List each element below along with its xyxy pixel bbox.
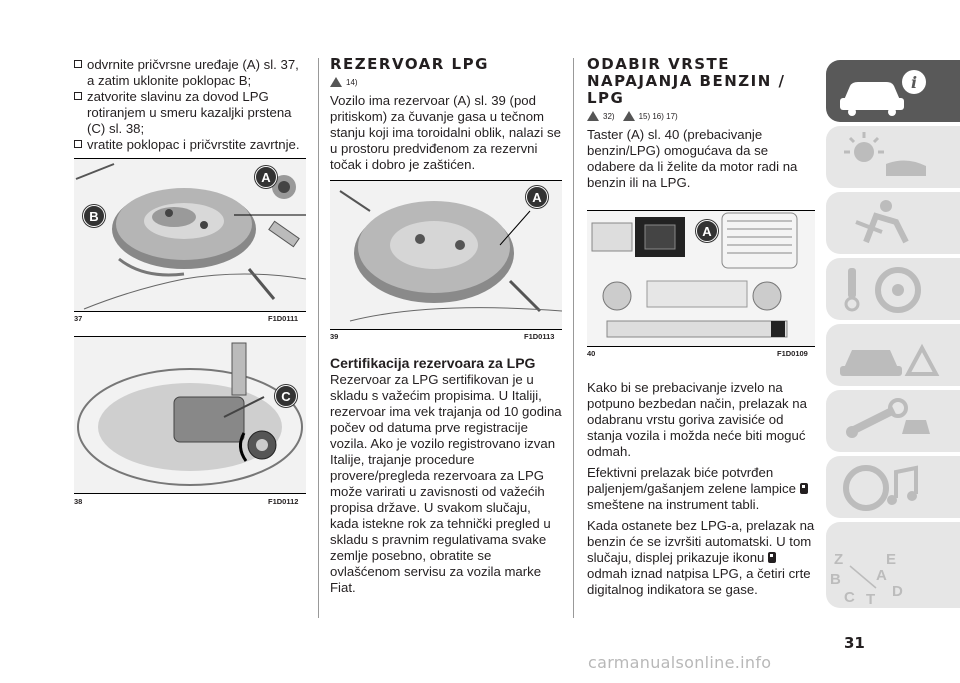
figure-37: A B [74, 158, 306, 312]
paragraph: Efektivni prelazak biće potvrđen paljenj… [587, 465, 815, 513]
figure-number: 40 [587, 349, 596, 358]
airbag-person-icon [855, 200, 909, 244]
tab-safety[interactable] [826, 192, 960, 254]
dashboard-switch-illustration [587, 211, 815, 346]
paragraph: Kada ostanete bez LPG-a, prelazak na ben… [587, 518, 815, 597]
callout-a: A [526, 186, 548, 208]
figure-39: A [330, 180, 562, 330]
warning-triangle-icon [622, 111, 635, 121]
warning-refs: 32) 15) 16) 17) [587, 109, 815, 123]
column-divider [573, 58, 574, 618]
figure-code: F1D0112 [268, 497, 299, 506]
bullet-item: zatvorite slavinu za dovod LPG rotiranje… [74, 89, 306, 137]
tab-car-info[interactable]: i [826, 60, 960, 122]
tab-dashboard-lights[interactable] [826, 126, 960, 188]
callout-a: A [255, 166, 277, 188]
warning-triangle-icon [587, 111, 599, 121]
bullet-item: vratite poklopac i pričvrstite zavrtnje. [74, 137, 306, 153]
figure-number: 37 [74, 314, 83, 323]
figure-code: F1D0113 [524, 332, 555, 341]
callout-c: C [275, 385, 297, 407]
index-letter: C [844, 589, 855, 606]
index-letter: Z [834, 551, 843, 568]
index-letter: B [830, 571, 841, 588]
valve-illustration [74, 337, 306, 493]
lpg-tank-illustration [330, 181, 562, 329]
warning-triangle-icon [330, 77, 342, 87]
tab-emergency[interactable] [826, 324, 960, 386]
tab-multimedia[interactable] [826, 456, 960, 518]
paragraph: Vozilo ima rezervoar (A) sl. 39 (pod pri… [330, 93, 561, 172]
index-letter: A [876, 567, 887, 584]
car-info-icon: i [840, 70, 926, 116]
index-letter: T [866, 591, 875, 608]
page-number: 31 [844, 634, 865, 652]
index-letter: D [892, 583, 903, 600]
paragraph: Kako bi se prebacivanje izvelo na potpun… [587, 380, 807, 459]
checkbox-bullet-icon [74, 60, 82, 68]
warning-car-icon [840, 343, 940, 376]
certification-section: Certifikacija rezervoara za LPG Rezervoa… [330, 355, 562, 596]
svg-text:i: i [911, 73, 917, 92]
checkbox-bullet-icon [74, 140, 82, 148]
steering-icon [844, 267, 921, 313]
subsection-title: Certifikacija rezervoara za LPG [330, 355, 536, 371]
figure-number: 39 [330, 332, 339, 341]
tab-maintenance[interactable] [826, 390, 960, 452]
lpg-lamp-icon [799, 483, 808, 494]
maintenance-icon [846, 398, 930, 438]
paragraph: Taster (A) sl. 40 (prebacivanje benzin/L… [587, 127, 798, 190]
figure-38: C [74, 336, 306, 494]
lpg-lamp-icon [768, 552, 777, 563]
figure-code: F1D0109 [777, 349, 808, 358]
dashboard-lights-icon [844, 132, 926, 176]
callout-a: A [696, 220, 718, 242]
paragraph: Rezervoar za LPG sertifikovan je u sklad… [330, 372, 562, 595]
section-title: REZERVOAR LPG [330, 55, 489, 73]
tab-index[interactable]: Z E B A C T D [826, 522, 960, 608]
figure-number: 38 [74, 497, 83, 506]
footer-watermark[interactable]: carmanualsonline.info [588, 653, 772, 672]
tab-starting-driving[interactable] [826, 258, 960, 320]
callout-b: B [83, 205, 105, 227]
figure-code: F1D0111 [268, 314, 299, 323]
audio-icon [843, 465, 918, 511]
column-divider [318, 58, 319, 618]
section-title: ODABIR VRSTE NAPAJANJA BENZIN / LPG [587, 55, 786, 107]
index-letter: E [886, 551, 896, 568]
bullet-item: odvrnite pričvrsne uređaje (A) sl. 37, a… [74, 57, 306, 89]
figure-40: A [587, 210, 815, 347]
index-icon: Z E B A C T D [830, 551, 903, 608]
column-3-lower: Kako bi se prebacivanje izvelo na potpun… [587, 380, 815, 598]
checkbox-bullet-icon [74, 92, 82, 100]
warning-refs: 14) [330, 75, 562, 89]
